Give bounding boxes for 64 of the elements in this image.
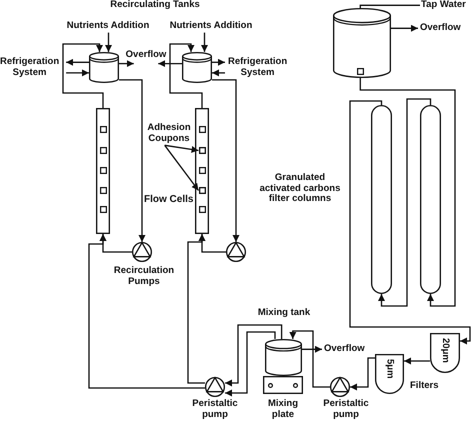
flow-arrow (201, 32, 208, 52)
flow-arrow (212, 69, 225, 76)
pipe-line (88, 234, 205, 389)
nutrients-label: Nutrients Addition (170, 21, 252, 32)
pumps-label: Recirculation Pumps (114, 266, 174, 288)
pipe-line (187, 234, 206, 384)
flow-arrow (158, 60, 182, 68)
coupon-icon (198, 147, 206, 154)
cartridge-filter (375, 354, 404, 394)
pipe-line (225, 331, 276, 396)
flow-cell (96, 108, 110, 234)
pipe-line (169, 43, 203, 108)
tank-caption: Mixing tank (258, 308, 310, 319)
pore-size-label: 20μm (440, 338, 450, 363)
refrigeration-label: Refrigeration System (228, 57, 288, 78)
coupons-label: Adhesion Coupons (147, 123, 191, 144)
pump-symbol (205, 377, 225, 397)
flow-cell (195, 108, 209, 234)
pipe-line (62, 43, 104, 108)
plate-caption: Mixing plate (268, 399, 298, 420)
pipe-line (225, 324, 282, 386)
flow-arrow (302, 346, 322, 353)
pump-symbol (226, 242, 246, 262)
recirculating-tank (182, 52, 212, 83)
flow-arrow (119, 60, 134, 68)
coupon-icon (198, 187, 206, 194)
filter-column (420, 105, 441, 294)
pump-symbol (330, 377, 350, 397)
flow-cells-label: Flow Cells (144, 194, 194, 206)
mixing-tank (265, 339, 302, 376)
pipe-line (404, 358, 430, 364)
flow-arrow (212, 58, 225, 66)
stirring-plate (263, 376, 303, 394)
pipe-line (378, 98, 432, 307)
pipe-line (119, 79, 146, 242)
flow-arrow (66, 58, 89, 66)
pump-caption: Peristaltic pump (192, 399, 238, 420)
pipe-line (289, 330, 330, 388)
overflow-label: Overflow (324, 344, 365, 355)
nutrients-label: Nutrients Addition (66, 21, 150, 32)
pipe-line (360, 78, 456, 307)
pipe-line (349, 100, 471, 344)
flow-arrow (391, 24, 418, 32)
pump-symbol (132, 242, 152, 262)
leader-arrow (164, 144, 199, 153)
water-tank (333, 8, 391, 78)
pipe-line (350, 357, 375, 390)
pump-caption: Peristaltic pump (323, 399, 369, 420)
overflow-label: Overflow (126, 50, 166, 61)
tanks-heading: Recirculating Tanks (110, 0, 200, 11)
filters-label: Filters (410, 381, 439, 392)
leader-line (360, 4, 420, 9)
pore-size-label: 5μm (384, 359, 394, 379)
pipe-line (212, 79, 240, 242)
columns-label: Granulated activated carbons filter columns (258, 173, 342, 205)
flow-arrow (105, 32, 112, 52)
overflow-label: Overflow (420, 23, 461, 34)
flow-arrow (66, 69, 89, 76)
water-inlet-label: Tap Water (421, 0, 466, 11)
leader-arrow (164, 144, 200, 191)
refrigeration-label: Refrigeration System (0, 57, 60, 78)
recirculating-tank (89, 52, 119, 83)
cartridge-filter (430, 333, 460, 373)
filter-column (371, 105, 392, 294)
